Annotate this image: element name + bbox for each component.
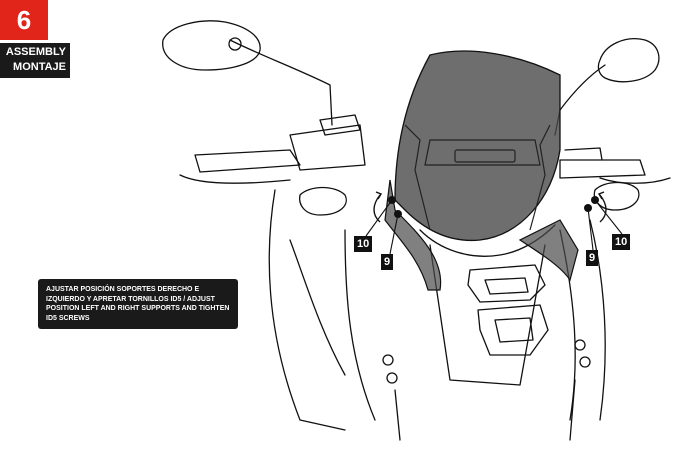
callout-9-left: 9 bbox=[381, 254, 394, 270]
left-mirror-icon bbox=[162, 20, 261, 71]
callout-10-left: 10 bbox=[354, 236, 373, 252]
lower-headlight-icon bbox=[477, 304, 549, 356]
assembly-heading-en: ASSEMBLY bbox=[5, 46, 66, 58]
step-number-badge: 6 bbox=[0, 0, 48, 40]
left-turn-signal-icon bbox=[299, 186, 347, 216]
upper-headlight-icon bbox=[467, 264, 546, 303]
assembly-heading-es: MONTAJE bbox=[13, 61, 66, 73]
assembly-heading: ASSEMBLY MONTAJE bbox=[0, 43, 70, 78]
right-mirror-icon bbox=[597, 38, 660, 83]
step-number: 6 bbox=[16, 4, 32, 35]
instruction-note: AJUSTAR POSICIÓN SOPORTES DERECHO E IZQU… bbox=[38, 279, 238, 329]
instruction-note-text: AJUSTAR POSICIÓN SOPORTES DERECHO E IZQU… bbox=[46, 286, 230, 322]
callout-9-right: 9 bbox=[586, 250, 599, 266]
callout-10-right: 10 bbox=[612, 234, 631, 250]
windscreen-icon bbox=[394, 50, 561, 242]
